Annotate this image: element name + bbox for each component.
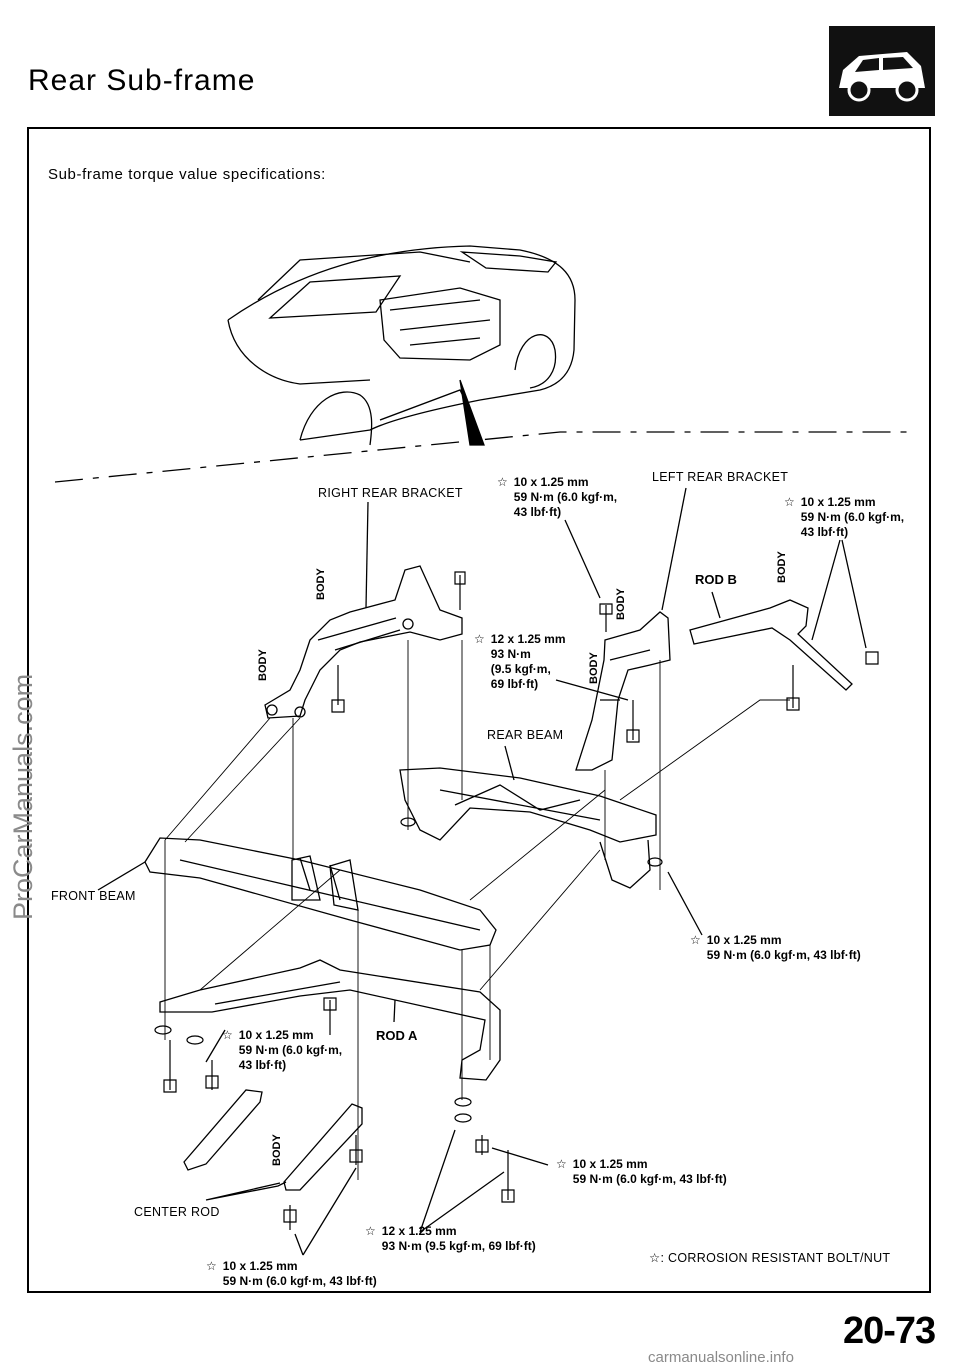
rod-b-drawing (689, 599, 853, 691)
body-label: BODY (271, 1134, 283, 1166)
pointer-wedge (459, 379, 485, 446)
car-section-icon (829, 26, 935, 116)
torque-spec: ☆12 x 1.25 mm 93 N·m (9.5 kgf·m, 69 lbf·… (474, 632, 566, 691)
front-beam-drawing (144, 837, 497, 951)
intro-text: Sub-frame torque value specifications: (48, 166, 326, 183)
torque-spec: ☆12 x 1.25 mm 93 N·m (9.5 kgf·m, 69 lbf·… (365, 1224, 536, 1253)
center-rod-label: CENTER ROD (134, 1205, 220, 1219)
torque-spec: ☆10 x 1.25 mm 59 N·m (6.0 kgf·m, 43 lbf·… (784, 495, 905, 539)
torque-spec: ☆10 x 1.25 mm 59 N·m (6.0 kgf·m, 43 lbf·… (497, 475, 618, 519)
star-icon: ☆ (365, 1224, 376, 1238)
page-title: Rear Sub-frame (28, 64, 256, 97)
cut-line (54, 431, 910, 483)
legend-text: : CORROSION RESISTANT BOLT/NUT (660, 1251, 891, 1265)
star-icon: ☆ (784, 495, 795, 509)
body-label: BODY (776, 551, 788, 583)
front-beam-label: FRONT BEAM (51, 889, 136, 903)
star-icon: ☆ (222, 1028, 233, 1042)
center-rod-drawing (183, 1089, 363, 1191)
torque-spec: ☆10 x 1.25 mm 59 N·m (6.0 kgf·m, 43 lbf·… (556, 1157, 727, 1186)
torque-spec: ☆10 x 1.25 mm 59 N·m (6.0 kgf·m, 43 lbf·… (222, 1028, 343, 1072)
guide-lines (164, 640, 790, 1180)
right-rear-bracket-drawing (264, 565, 463, 719)
rod-b-label: ROD B (695, 572, 737, 587)
right-rear-bracket-label: RIGHT REAR BRACKET (318, 486, 463, 500)
torque-spec: ☆10 x 1.25 mm 59 N·m (6.0 kgf·m, 43 lbf·… (206, 1259, 377, 1288)
body-label: BODY (315, 568, 327, 600)
star-icon: ☆ (649, 1251, 661, 1265)
page-number: 20-73 (843, 1310, 936, 1352)
left-rear-bracket-drawing (575, 611, 671, 771)
footer-site: carmanualsonline.info (648, 1349, 794, 1366)
star-icon: ☆ (556, 1157, 567, 1171)
rear-beam-label: REAR BEAM (487, 728, 564, 742)
body-label: BODY (257, 649, 269, 681)
rod-a-drawing (159, 959, 501, 1081)
star-icon: ☆ (474, 632, 485, 646)
star-icon: ☆ (690, 933, 701, 947)
leader-arrows (97, 487, 867, 1256)
left-rear-bracket-label: LEFT REAR BRACKET (652, 470, 789, 484)
legend: ☆: CORROSION RESISTANT BOLT/NUT (649, 1250, 890, 1265)
body-label: BODY (588, 652, 600, 684)
rod-a-label: ROD A (376, 1028, 418, 1043)
diagram-frame (27, 127, 931, 1293)
bolt-drawings (154, 571, 879, 1230)
torque-spec: ☆10 x 1.25 mm 59 N·m (6.0 kgf·m, 43 lbf·… (690, 933, 861, 962)
rear-beam-drawing (399, 767, 657, 889)
car-outline-drawing (227, 245, 576, 446)
star-icon: ☆ (206, 1259, 217, 1273)
star-icon: ☆ (497, 475, 508, 489)
body-label: BODY (615, 588, 627, 620)
